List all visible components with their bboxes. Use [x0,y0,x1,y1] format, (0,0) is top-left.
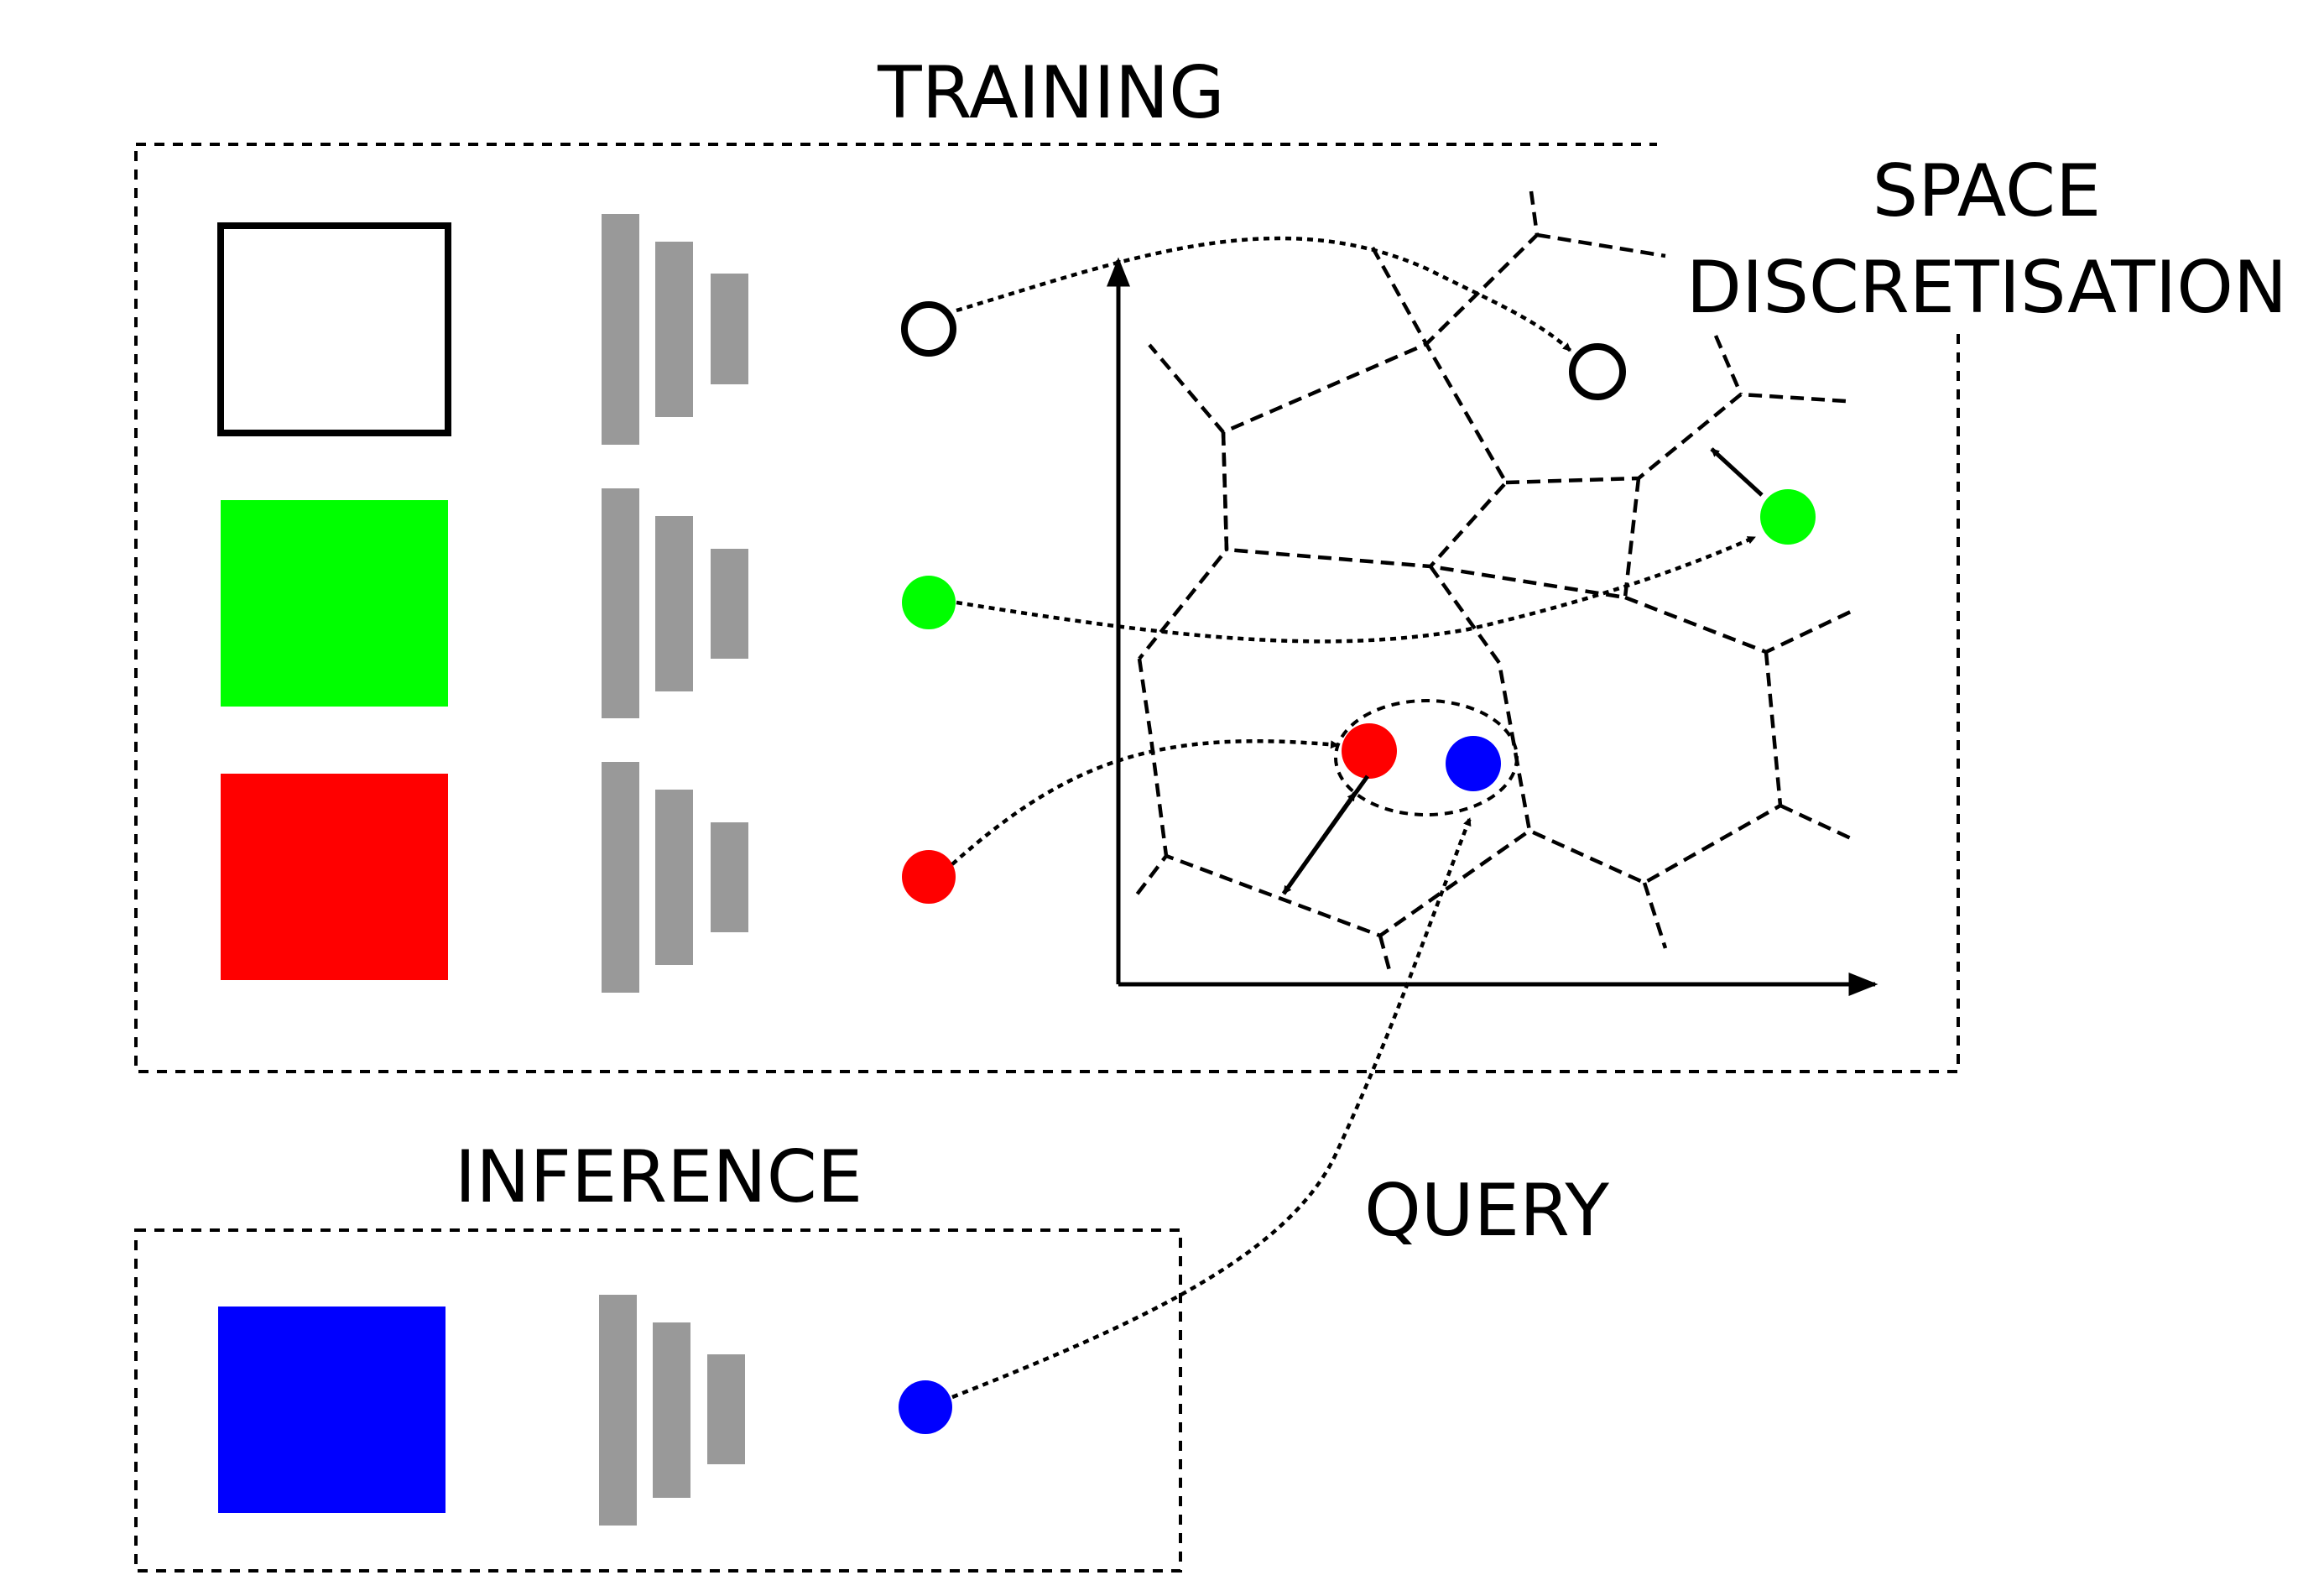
inference-frame [134,1228,1182,1573]
voronoi-cells [1133,190,1855,974]
encoder-icon [602,488,748,718]
space-label-backdrop [1657,141,2303,334]
red-mapping-arrow [951,738,1339,866]
green-embedding-source [902,576,956,629]
space-label: SPACE [1873,149,2102,233]
encoder-icon [602,762,748,993]
blue-embedding-source [899,1380,952,1434]
neighbourhood-ellipse [1334,699,1519,816]
red-embedding-source [902,850,956,904]
input-image-blue [218,1307,446,1513]
red-embedded-point [1342,723,1397,779]
inference-label: INFERENCE [455,1135,862,1219]
green-boundary-arrow [1710,447,1764,497]
white-embedded-point [1569,343,1626,400]
encoder-icon [599,1295,745,1526]
query-label: QUERY [1364,1169,1609,1253]
green-embedded-point [1760,489,1816,545]
training-label: TRAINING [877,51,1225,135]
mapping-arrows [951,236,1756,1400]
white-mapping-arrow [956,236,1572,352]
discretisation-label: DISCRETISATION [1686,246,2287,330]
embedding-axes [1107,257,1878,996]
query-mapping-arrow [951,817,1472,1400]
green-mapping-arrow [956,535,1756,644]
encoder-icon [602,214,748,445]
input-image-white [217,222,451,436]
input-image-green [221,500,448,707]
training-frame [134,143,1960,1073]
boundary-arrows [1281,447,1764,895]
white-embedding-source [901,301,956,357]
blue-embedded-point [1446,736,1501,791]
red-boundary-arrow-up [1281,791,1357,895]
input-image-red [221,774,448,980]
